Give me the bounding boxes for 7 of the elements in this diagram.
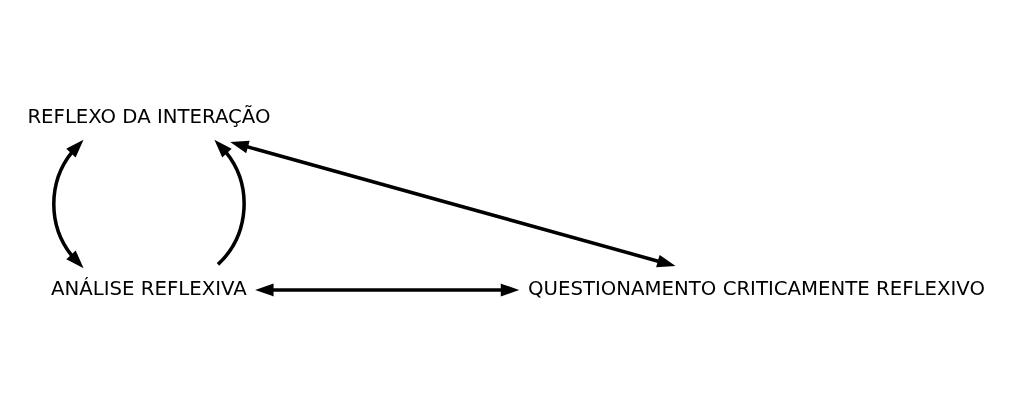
node-text: ANÁLISE REFLEXIVA <box>50 277 247 301</box>
arrow <box>254 283 519 297</box>
node-text: REFLEXO DA INTERAÇÃO <box>26 105 271 129</box>
node-text: QUESTIONAMENTO CRITICAMENTE REFLEXIVO <box>527 277 985 301</box>
arrow <box>51 139 84 269</box>
arrow <box>213 139 246 266</box>
arrow <box>229 140 676 268</box>
